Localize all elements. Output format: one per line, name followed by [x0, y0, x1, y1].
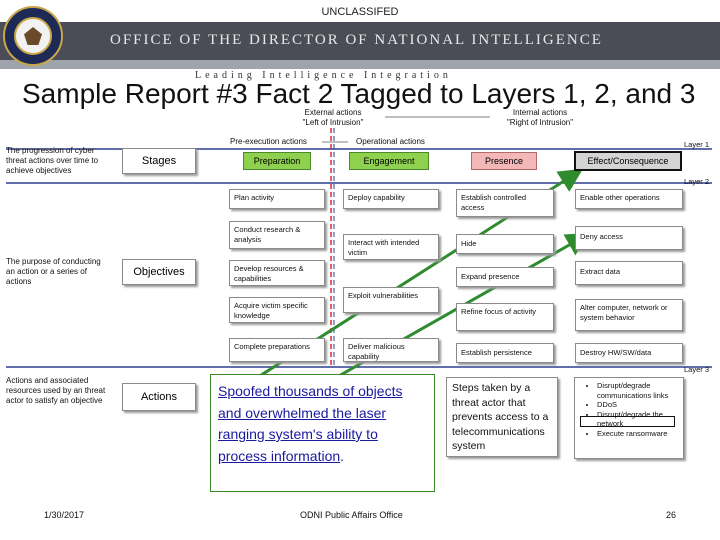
actions-label: Actions	[122, 383, 196, 411]
objective-establish-persistence: Establish persistence	[456, 343, 554, 363]
bullet-ransomware: Execute ransomware	[597, 429, 681, 439]
eagle-icon	[24, 27, 42, 45]
layer3-label: Layer 3	[684, 365, 710, 374]
objective-enable-operations: Enable other operations	[575, 189, 683, 209]
stages-label: Stages	[122, 148, 196, 174]
operational-label: Operational actions	[356, 137, 425, 146]
objective-deny-access: Deny access	[575, 226, 683, 250]
objective-refine-focus: Refine focus of activity	[456, 303, 554, 331]
action-bullets-box: Disrupt/degrade communications links DDo…	[574, 377, 684, 459]
classification-label: UNCLASSIFED	[321, 6, 399, 18]
objective-complete-preparations: Complete preparations	[229, 338, 325, 362]
bullet-ddos: DDoS	[597, 400, 681, 410]
objective-hide: Hide	[456, 234, 554, 254]
pre-execution-label: Pre-execution actions	[230, 137, 307, 146]
highlight-disrupt-network	[580, 416, 675, 427]
objective-develop-resources: Develop resources & capabilities	[229, 260, 325, 286]
slide-title: Sample Report #3 Fact 2 Tagged to Layers…	[22, 78, 696, 109]
footer-date: 1/30/2017	[44, 510, 85, 520]
objective-exploit-vulnerabilities: Exploit vulnerabilities	[343, 287, 439, 313]
objective-conduct-research: Conduct research & analysis	[229, 221, 325, 249]
objective-establish-access: Establish controlled access	[456, 189, 554, 217]
header-subtitle: Leading Intelligence Integration	[195, 70, 452, 81]
objective-extract-data: Extract data	[575, 261, 683, 285]
header-title: OFFICE OF THE DIRECTOR OF NATIONAL INTEL…	[110, 32, 603, 48]
objectives-description: The purpose of conducting an action or a…	[6, 257, 101, 286]
layer2-label: Layer 2	[684, 177, 710, 186]
objective-plan-activity: Plan activity	[229, 189, 325, 209]
stage-engagement: Engagement	[349, 152, 429, 170]
action-main-period: .	[340, 447, 345, 464]
bullet-disrupt-links: Disrupt/degrade communications links	[597, 381, 681, 400]
objective-expand-presence: Expand presence	[456, 267, 554, 287]
stage-preparation: Preparation	[243, 152, 311, 170]
action-steps-box: Steps taken by a threat actor that preve…	[446, 377, 558, 457]
internal-actions-label: Internal actions "Right of Intrusion"	[506, 108, 574, 127]
action-main-box: Spoofed thousands of objects and overwhe…	[210, 374, 435, 492]
footer-office: ODNI Public Affairs Office	[300, 510, 403, 520]
layer1-label: Layer 1	[684, 140, 710, 149]
objective-interact-victim: Interact with intended victim	[343, 234, 439, 260]
actions-description: Actions and associated resources used by…	[6, 376, 106, 405]
odni-seal-icon	[3, 6, 63, 66]
stages-description: The progression of cyber threat actions …	[6, 146, 99, 175]
objectives-label: Objectives	[122, 259, 196, 285]
bullet-disrupt-network: Disrupt/degrade the network	[597, 410, 681, 429]
objective-deploy-capability: Deploy capability	[343, 189, 439, 209]
stage-presence: Presence	[471, 152, 537, 170]
objective-destroy-hw-sw-data: Destroy HW/SW/data	[575, 343, 683, 363]
footer-page-number: 26	[666, 510, 677, 520]
action-bullet-list: Disrupt/degrade communications links DDo…	[577, 381, 681, 438]
external-actions-label: External actions "Left of Intrusion"	[302, 108, 364, 127]
objective-acquire-knowledge: Acquire victim specific knowledge	[229, 297, 325, 323]
header-banner: OFFICE OF THE DIRECTOR OF NATIONAL INTEL…	[0, 22, 720, 60]
action-main-text: Spoofed thousands of objects and overwhe…	[218, 383, 403, 464]
objective-deliver-malicious: Deliver malicious capability	[343, 338, 439, 362]
stage-effect-consequence: Effect/Consequence	[574, 151, 682, 171]
objective-alter-behavior: Alter computer, network or system behavi…	[575, 299, 683, 331]
header-subbar	[0, 60, 720, 69]
